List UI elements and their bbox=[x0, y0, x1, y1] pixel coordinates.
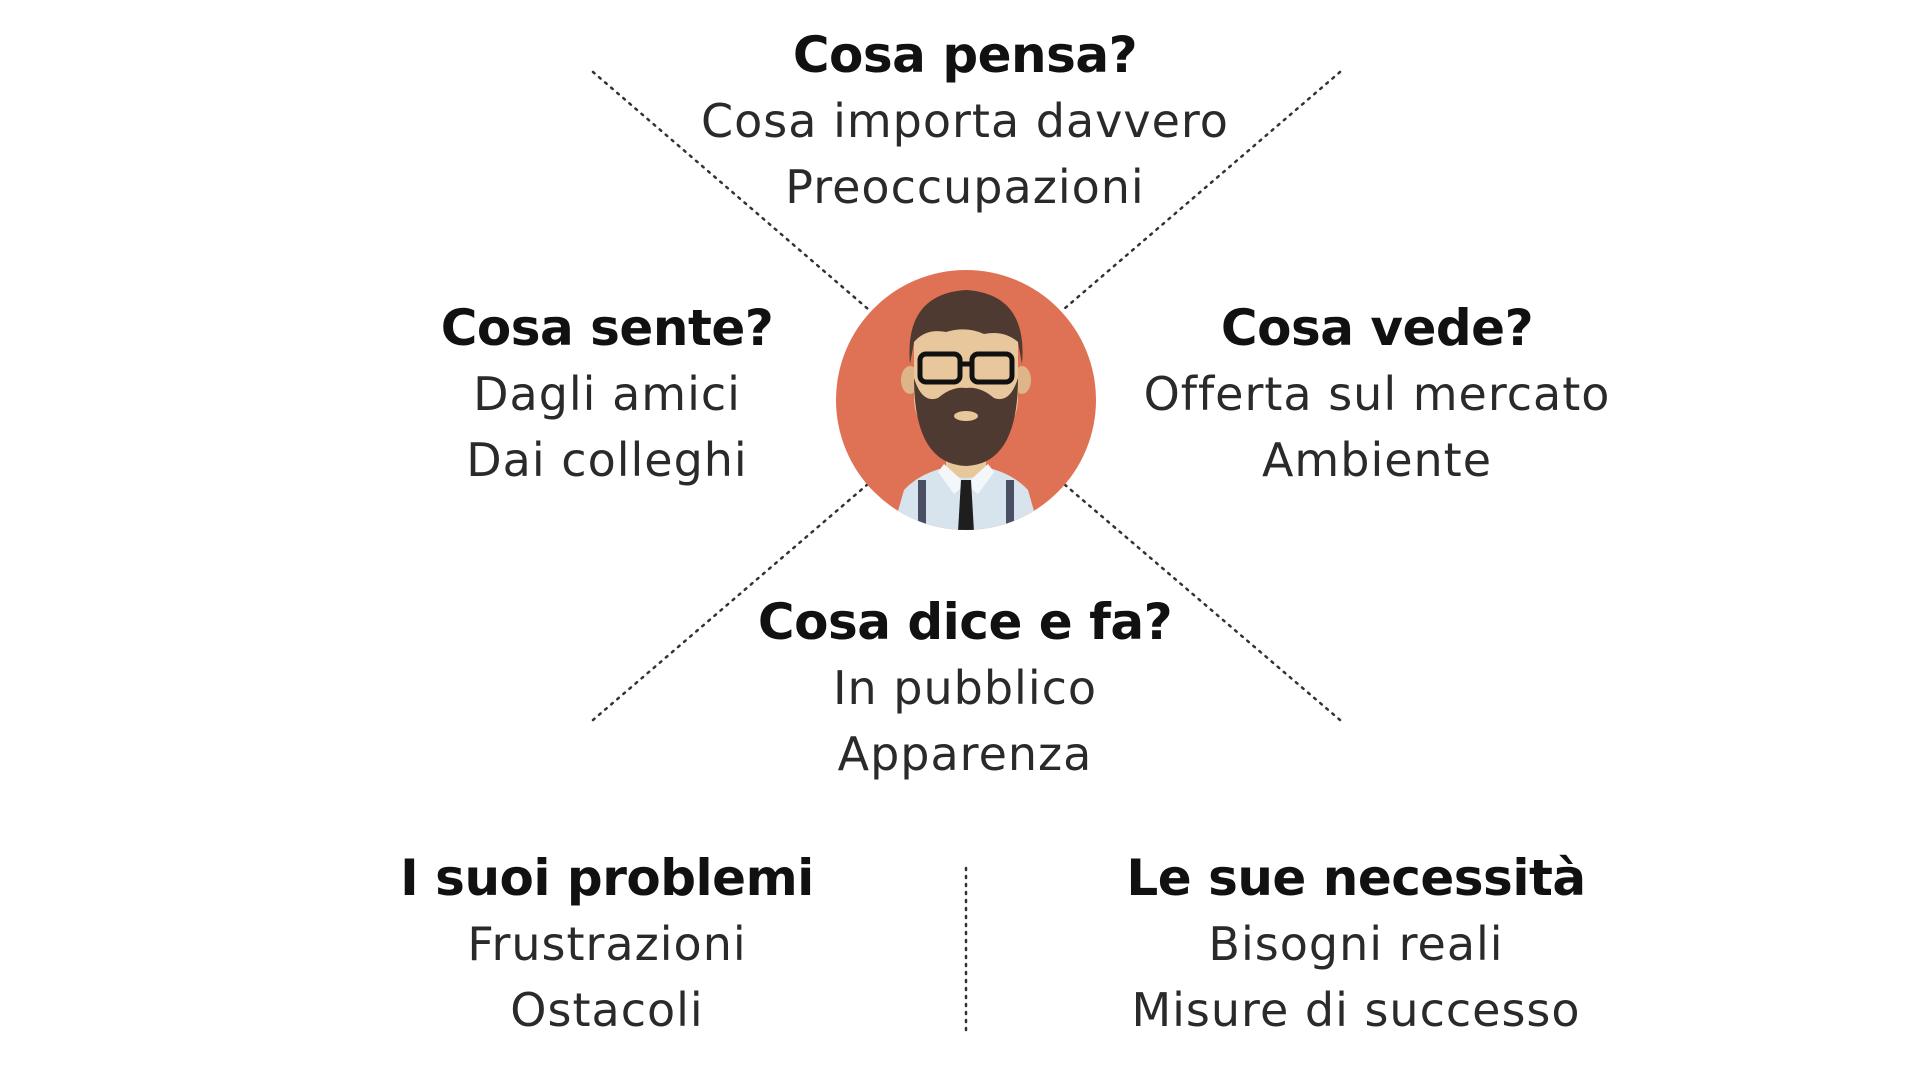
thinks-heading: Cosa pensa? bbox=[792, 26, 1138, 84]
sees-line-1: Offerta sul mercato bbox=[1143, 367, 1611, 421]
bottom-pains: I suoi problemi Frustrazioni Ostacoli bbox=[307, 845, 907, 1043]
bottom-gains: Le sue necessità Bisogni reali Misure di… bbox=[1056, 845, 1656, 1043]
thinks-line-1: Cosa importa davvero bbox=[701, 94, 1229, 148]
hears-line-2: Dai colleghi bbox=[466, 433, 748, 487]
quadrant-thinks: Cosa pensa? Cosa importa davvero Preoccu… bbox=[665, 22, 1265, 220]
thinks-line-2: Preoccupazioni bbox=[785, 160, 1145, 214]
bearded-man-avatar-icon bbox=[836, 270, 1096, 530]
quadrant-sees: Cosa vede? Offerta sul mercato Ambiente bbox=[1077, 295, 1677, 493]
gains-line-2: Misure di successo bbox=[1131, 983, 1581, 1037]
quadrant-hears: Cosa sente? Dagli amici Dai colleghi bbox=[307, 295, 907, 493]
says-does-heading: Cosa dice e fa? bbox=[757, 593, 1173, 651]
pains-line-1: Frustrazioni bbox=[467, 917, 747, 971]
gains-heading: Le sue necessità bbox=[1126, 849, 1586, 907]
says-does-line-2: Apparenza bbox=[837, 727, 1093, 781]
pains-line-2: Ostacoli bbox=[510, 983, 704, 1037]
says-does-line-1: In pubblico bbox=[832, 661, 1098, 715]
sees-heading: Cosa vede? bbox=[1220, 299, 1534, 357]
gains-line-1: Bisogni reali bbox=[1208, 917, 1504, 971]
pains-heading: I suoi problemi bbox=[400, 849, 814, 907]
quadrant-says-does: Cosa dice e fa? In pubblico Apparenza bbox=[665, 589, 1265, 787]
hears-line-1: Dagli amici bbox=[473, 367, 741, 421]
hears-heading: Cosa sente? bbox=[440, 299, 774, 357]
divider-top-right bbox=[1062, 70, 1342, 311]
sees-line-2: Ambiente bbox=[1261, 433, 1493, 487]
